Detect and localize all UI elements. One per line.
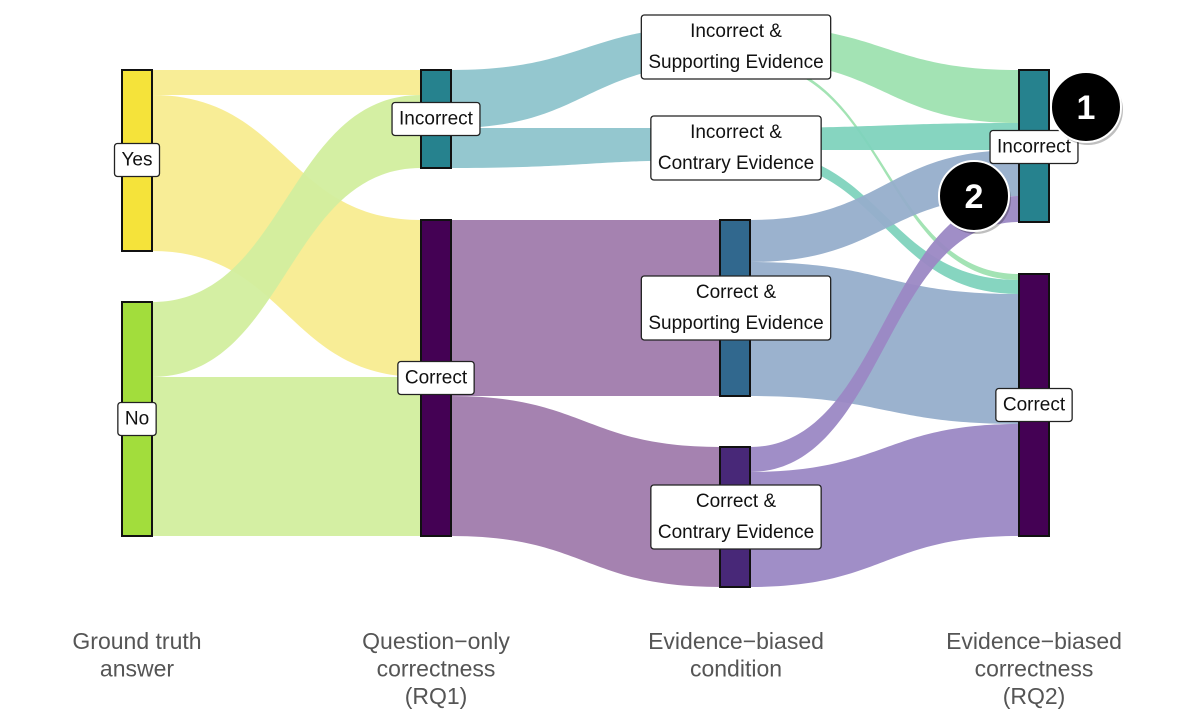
node-label-text: No <box>125 409 149 430</box>
node-label-box <box>640 275 832 341</box>
node-label-e-correct: Correct <box>995 387 1073 423</box>
flow-cor-con-to-e-incorrect <box>750 196 1019 472</box>
node-label-text: Incorrect <box>997 137 1072 158</box>
node-label-text: Correct <box>1003 395 1066 416</box>
stage-title-line: correctness <box>975 656 1094 682</box>
stage-title-line: condition <box>690 656 782 682</box>
links-layer <box>152 26 1019 587</box>
badge-1: 1 <box>1050 71 1123 145</box>
node-label-text: Contrary Evidence <box>658 153 814 174</box>
node-label-box <box>989 129 1079 165</box>
stage-title-line: (RQ1) <box>405 683 468 709</box>
flow-no-to-q-correct <box>152 377 421 536</box>
flow-yes-to-q-incorrect <box>152 70 421 95</box>
flow-no-to-q-incorrect <box>152 95 421 377</box>
badge-circle <box>1050 71 1122 143</box>
node-label-text: Correct <box>405 368 468 389</box>
stage-title-line: Evidence−biased <box>946 628 1122 654</box>
badges-layer: 12 <box>938 71 1123 234</box>
node-label-box <box>650 484 822 550</box>
stage-title-line: Question−only <box>362 628 510 654</box>
stage-title-line: Evidence−biased <box>648 628 824 654</box>
node-label-box <box>397 360 475 396</box>
stage-title-line: correctness <box>377 656 496 682</box>
node-label-box <box>117 401 157 437</box>
flow-q-correct-to-cor-sup <box>451 220 720 396</box>
node-label-text: Supporting Evidence <box>648 52 823 73</box>
node-label-inc-con: Incorrect & Contrary Evidence <box>650 115 822 181</box>
node-label-text: Supporting Evidence <box>648 313 823 334</box>
node-label-cor-sup: Correct & Supporting Evidence <box>640 275 832 341</box>
node-label-text: Incorrect & <box>690 122 782 143</box>
node-label-text: Correct & <box>696 491 777 512</box>
flow-inc-sup-to-e-correct <box>750 61 1019 280</box>
node-label-inc-sup: Incorrect & Supporting Evidence <box>640 14 832 80</box>
node-label-q-correct: Correct <box>397 360 475 396</box>
node-label-box <box>650 115 822 181</box>
node-label-text: Correct & <box>696 282 777 303</box>
node-label-box <box>391 101 481 137</box>
node-label-text: Yes <box>122 150 153 171</box>
badge-number: 2 <box>965 178 984 216</box>
node-label-text: Contrary Evidence <box>658 522 814 543</box>
node-label-box <box>995 387 1073 423</box>
badge-number: 1 <box>1077 89 1096 127</box>
node-label-e-incorrect: Incorrect <box>989 129 1079 165</box>
stage-titles-layer: Ground truthanswerQuestion−onlycorrectne… <box>72 628 1121 709</box>
badge-2: 2 <box>938 160 1011 234</box>
stage-title-line: Ground truth <box>72 628 201 654</box>
node-label-text: Incorrect <box>399 109 474 130</box>
node-label-text: Incorrect & <box>690 21 782 42</box>
node-label-no: No <box>117 401 157 437</box>
stage-title-line: answer <box>100 656 174 682</box>
node-label-q-incorrect: Incorrect <box>391 101 481 137</box>
node-label-yes: Yes <box>113 142 161 178</box>
badge-circle <box>938 160 1010 232</box>
node-label-box <box>640 14 832 80</box>
node-label-cor-con: Correct & Contrary Evidence <box>650 484 822 550</box>
stage-title-line: (RQ2) <box>1003 683 1066 709</box>
node-label-box <box>113 142 161 178</box>
